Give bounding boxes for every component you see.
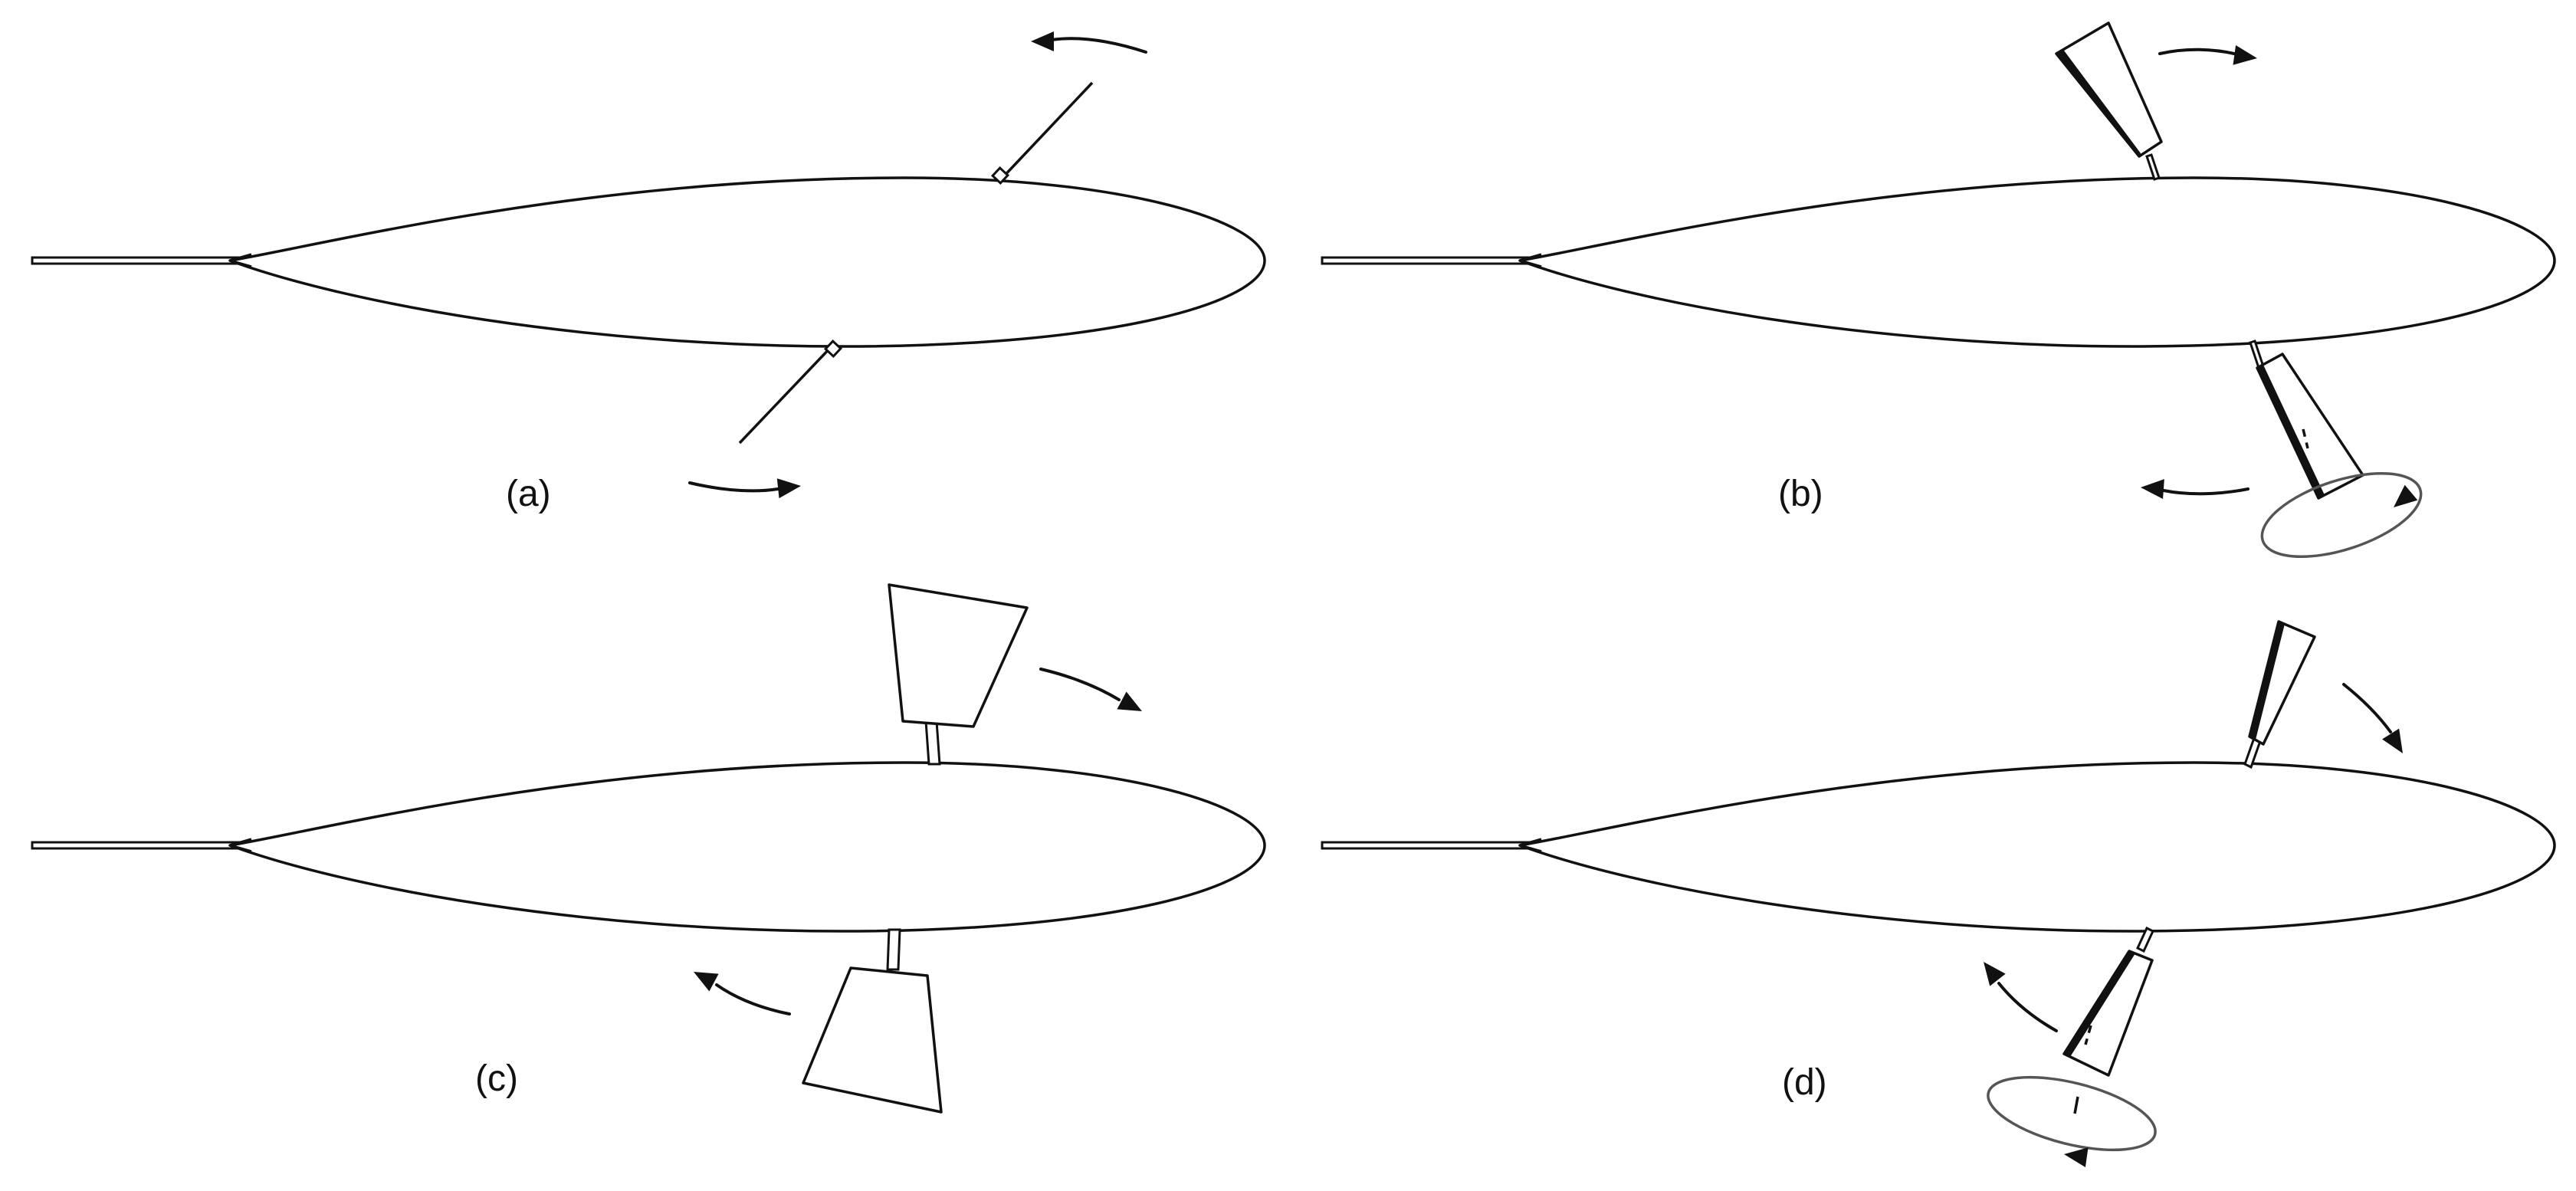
arrow-upper-a [1050,37,1147,54]
panel-a: (a) [31,31,1266,514]
arrow-upper-c [1039,668,1121,701]
upper-plate-a [999,81,1094,182]
airfoil-c [31,761,1266,933]
upper-fin-c [888,583,1029,766]
upper-fin-b [2055,21,2163,181]
arrow-lower-b [2162,487,2249,496]
panel-b: (b) [1321,21,2556,559]
airfoil-d [1321,761,2556,933]
arrow-upper-b [2158,48,2236,55]
arrow-lower-c [715,983,791,1015]
airfoil-b [1321,176,2556,348]
upper-fin-d [2243,620,2316,769]
rotation-ring-b [2260,471,2423,559]
panel-label-c: (c) [475,1058,518,1099]
panel-c: (c) [31,583,1266,1114]
panel-label-b: (b) [1778,474,1823,514]
lower-plate-a [738,345,833,445]
lower-fin-b [2249,340,2364,500]
arrow-lower-d [1997,982,2058,1032]
lower-fin-c [802,928,943,1114]
rotation-ring-d [1987,1075,2157,1152]
airfoil-a [31,176,1266,348]
arrow-lower-a [688,481,779,493]
panel-d: (d) [1321,620,2556,1168]
panel-label-a: (a) [506,474,551,514]
arrow-upper-d [2342,683,2392,733]
panel-label-d: (d) [1782,1062,1827,1103]
lower-fin-d [2062,926,2154,1114]
